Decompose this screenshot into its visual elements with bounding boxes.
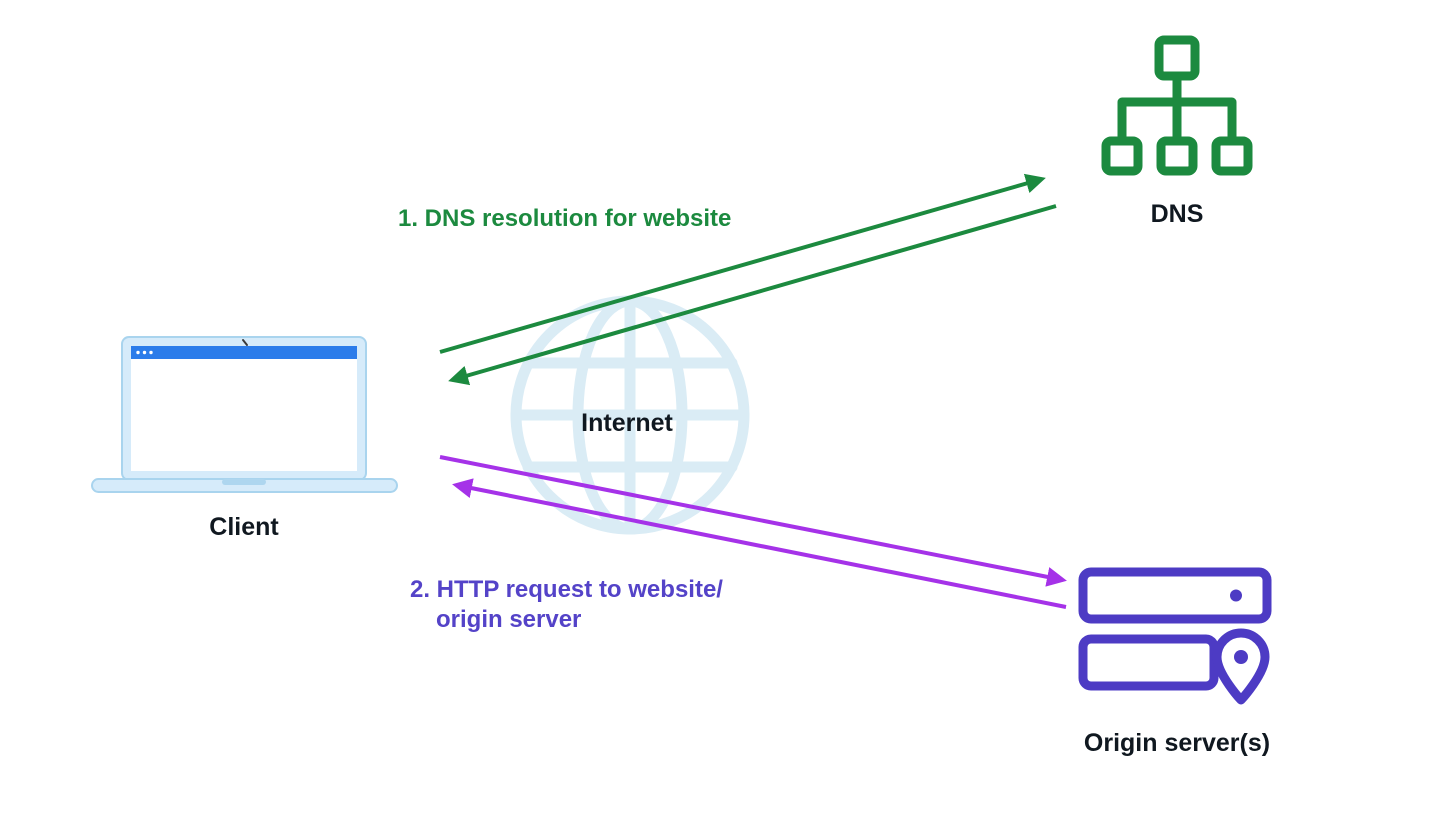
window-dots-icon (136, 350, 153, 355)
server-led-dot (1230, 589, 1242, 602)
dns-icon (1101, 35, 1253, 176)
dns-flow-label: 1. DNS resolution for website (398, 205, 731, 232)
laptop-title-bar (131, 346, 357, 359)
cursor-mark-icon (242, 339, 248, 346)
dns-label: DNS (1151, 200, 1204, 228)
internet-label: Internet (581, 409, 673, 437)
laptop-base-notch (222, 479, 266, 485)
dns-response-arrow (448, 204, 1057, 386)
origin-server-icon (1078, 567, 1272, 705)
server-bar-top (1078, 567, 1272, 624)
dns-request-arrow (439, 173, 1046, 354)
dns-leaf-node-right (1211, 136, 1253, 176)
client-label: Client (209, 513, 279, 541)
http-response-arrow (452, 478, 1067, 609)
dns-leaf-node-middle (1156, 136, 1198, 176)
laptop-screen-body (131, 359, 357, 471)
server-bar-bottom (1078, 634, 1219, 691)
globe-icon (510, 295, 750, 535)
http-flow-label-line2: origin server (436, 606, 581, 633)
http-request-arrow (439, 455, 1067, 587)
location-pin-icon (1212, 628, 1270, 705)
origin-server-label: Origin server(s) (1084, 729, 1270, 757)
dns-leaf-node-left (1101, 136, 1143, 176)
location-pin-dot (1234, 650, 1248, 664)
http-flow-label-line1: 2. HTTP request to website/ (410, 576, 723, 603)
laptop-icon (91, 336, 398, 493)
dns-root-node (1154, 35, 1200, 81)
